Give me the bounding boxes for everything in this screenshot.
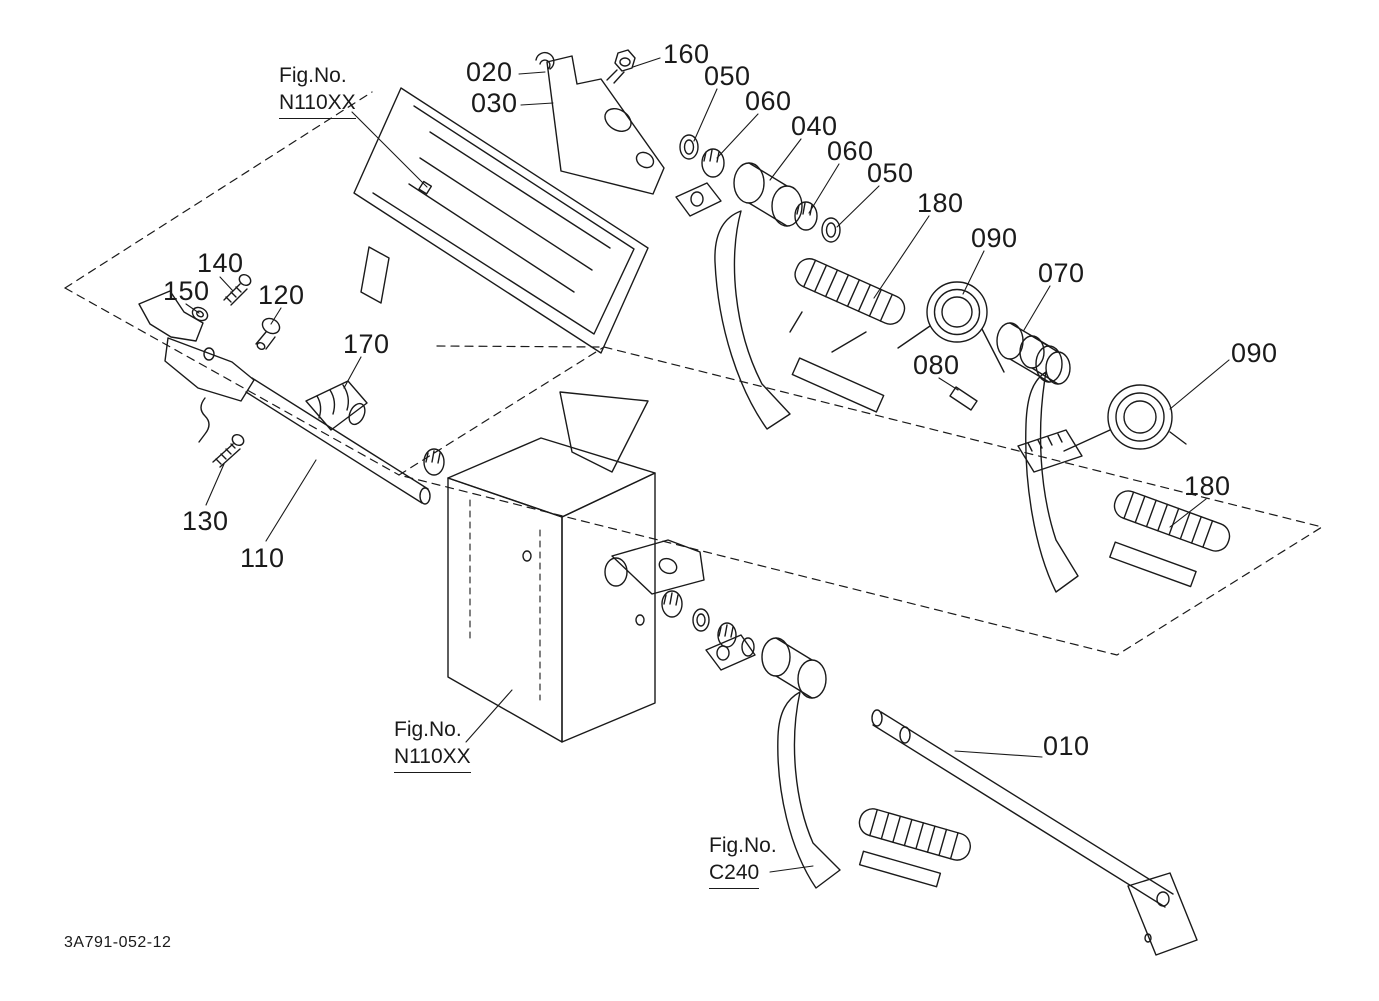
part-label-080: 080 bbox=[913, 350, 960, 380]
part-020-clip-art bbox=[535, 51, 555, 70]
part-label-040: 040 bbox=[791, 111, 838, 141]
figure-ref-code: N110XX bbox=[279, 89, 356, 119]
part-label-140: 140 bbox=[197, 248, 244, 278]
leader-lines bbox=[185, 57, 1230, 873]
figure-ref-prefix: Fig.No. bbox=[279, 64, 347, 87]
part-label-090-b: 090 bbox=[1231, 338, 1278, 368]
part-label-010: 010 bbox=[1043, 731, 1090, 761]
figure-ref-prefix: Fig.No. bbox=[709, 834, 777, 857]
part-label-020: 020 bbox=[466, 57, 513, 87]
part-label-090-a: 090 bbox=[971, 223, 1018, 253]
part-140-bolt-art bbox=[223, 273, 252, 306]
figure-ref-code: C240 bbox=[709, 859, 760, 889]
part-070-bushing-art bbox=[996, 322, 1063, 383]
part-label-120: 120 bbox=[258, 280, 305, 310]
part-010-shaft-art bbox=[871, 709, 1198, 956]
part-label-150: 150 bbox=[163, 276, 210, 306]
figure-ref-n110xx-top: Fig.No. N110XX bbox=[279, 62, 356, 119]
drawing-number: 3A791-052-12 bbox=[64, 934, 172, 951]
part-label-180-a: 180 bbox=[917, 188, 964, 218]
part-label-170: 170 bbox=[343, 329, 390, 359]
part-label-180-b: 180 bbox=[1184, 471, 1231, 501]
console-bracket-center-art bbox=[423, 391, 705, 743]
dashed-plane-outline bbox=[64, 91, 1323, 656]
part-150-nut-art bbox=[191, 306, 209, 322]
part-label-050-a: 050 bbox=[704, 61, 751, 91]
console-bracket-top-art bbox=[353, 87, 649, 354]
part-label-070: 070 bbox=[1038, 258, 1085, 288]
clutch-pedal-art bbox=[661, 590, 971, 889]
part-090-spring-art bbox=[897, 281, 1005, 373]
part-label-060-b: 060 bbox=[827, 136, 874, 166]
figure-ref-c240: Fig.No. C240 bbox=[709, 832, 777, 889]
part-label-160: 160 bbox=[663, 39, 710, 69]
part-170-grip-art bbox=[305, 380, 368, 431]
part-160-bolt-art bbox=[606, 49, 636, 84]
shaft-110-assembly-art bbox=[138, 290, 431, 505]
part-label-110: 110 bbox=[240, 543, 285, 573]
part-label-050-b: 050 bbox=[867, 158, 914, 188]
figure-ref-n110xx-center: Fig.No. N110XX bbox=[394, 716, 471, 773]
part-120-bolt-art bbox=[255, 317, 281, 350]
figure-ref-prefix: Fig.No. bbox=[394, 718, 462, 741]
brake-pedal-1-art bbox=[675, 182, 906, 430]
figure-ref-code: N110XX bbox=[394, 743, 471, 773]
part-label-060-a: 060 bbox=[745, 86, 792, 116]
part-080-pin-art bbox=[949, 386, 978, 411]
bushing-chain-top-art bbox=[679, 134, 841, 243]
brake-pedal-2-art bbox=[1017, 335, 1231, 593]
part-label-030: 030 bbox=[471, 88, 518, 118]
part-130-screw-art bbox=[212, 433, 245, 468]
part-label-130: 130 bbox=[182, 506, 229, 536]
part-090-spring2-art bbox=[1063, 384, 1187, 452]
part-030-bracket-art bbox=[546, 55, 665, 195]
